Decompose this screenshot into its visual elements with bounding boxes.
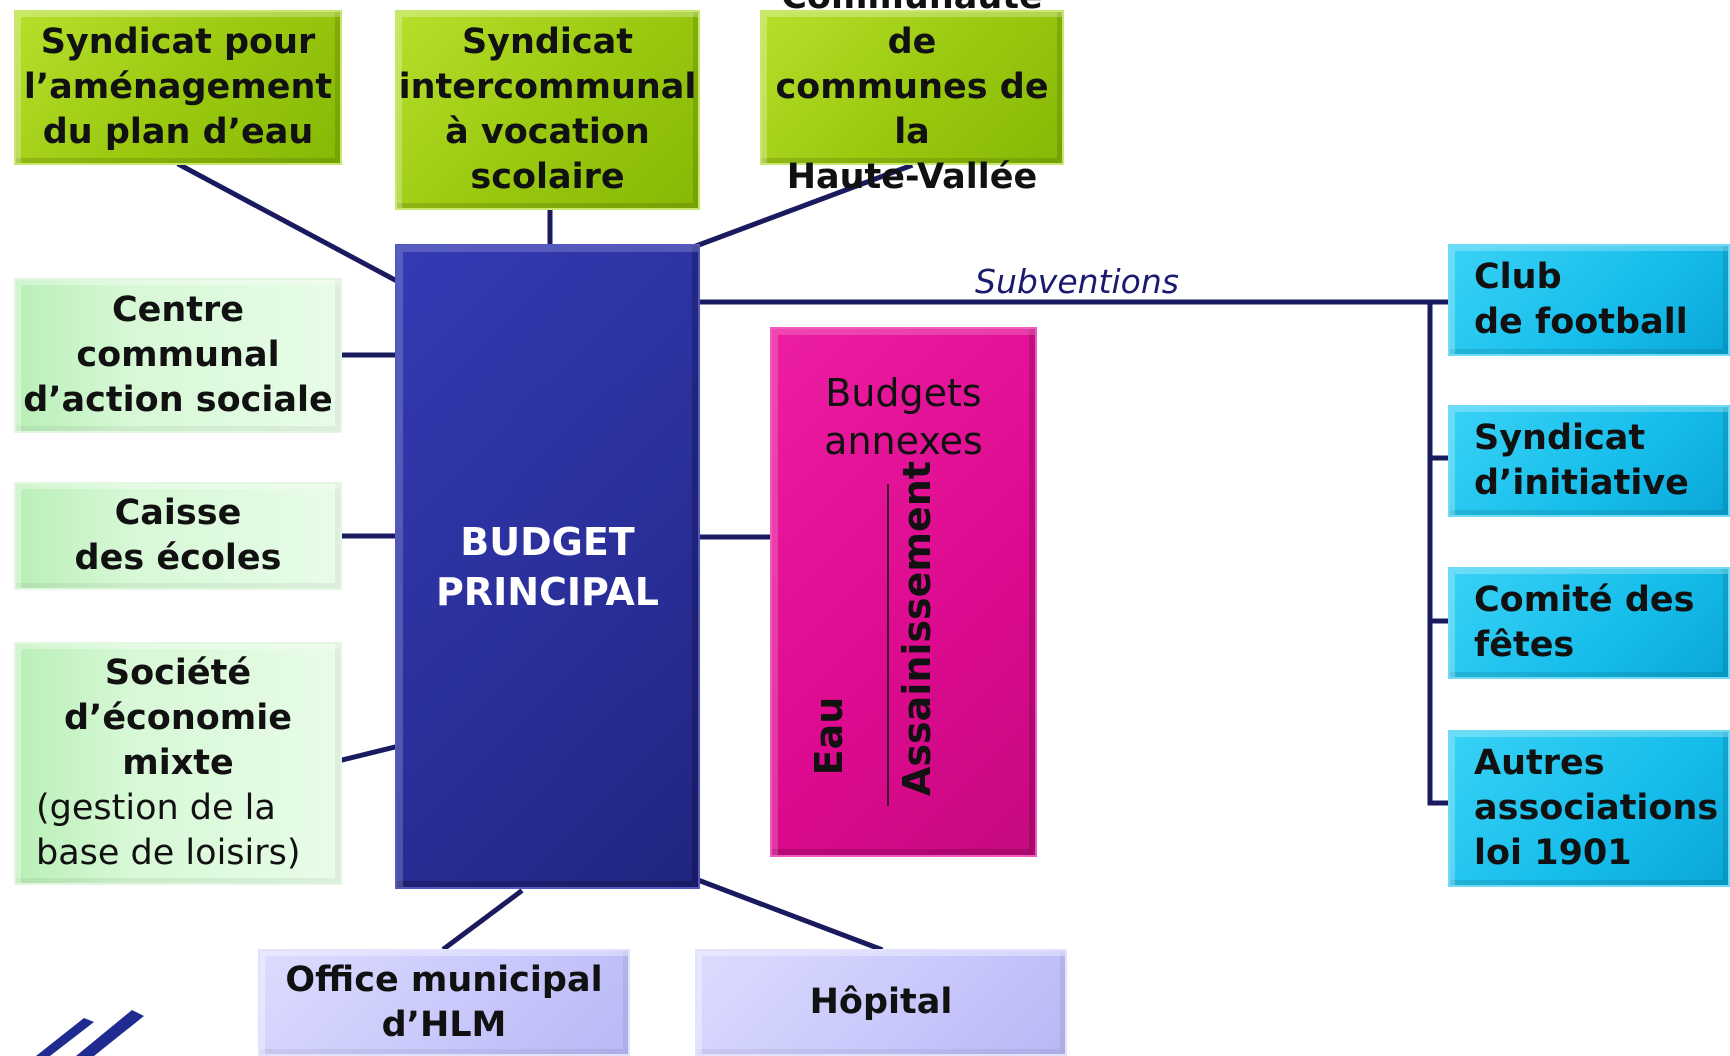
annexes-divider xyxy=(887,484,889,806)
box-syndicat-plan-eau: Syndicat pour l’aménagement du plan d’ea… xyxy=(14,10,342,165)
budgets-annexes-title: Budgets annexes xyxy=(824,371,983,463)
box-hopital: Hôpital xyxy=(695,949,1067,1056)
box-ccas-label: Centre communal d’action sociale xyxy=(23,290,333,420)
box-syndicat-plan-eau-label: Syndicat pour l’aménagement du plan d’ea… xyxy=(23,22,333,152)
link-bottom-left xyxy=(441,888,524,952)
box-caisse-ecoles-label: Caisse des écoles xyxy=(74,493,282,578)
box-communaute-communes-label: Communauté de communes de la Haute-Vallé… xyxy=(775,0,1049,197)
box-club-football: Club de football xyxy=(1448,244,1730,356)
box-comite-fetes: Comité des fêtes xyxy=(1448,567,1730,679)
annexe-assainissement-label: Assainissement xyxy=(895,461,939,796)
box-autres-associations-label: Autres associations loi 1901 xyxy=(1474,743,1719,873)
box-comite-fetes-label: Comité des fêtes xyxy=(1474,580,1695,665)
budgets-annexes-box: Budgets annexes Eau Assainissement xyxy=(770,327,1037,857)
box-syndicat-initiative: Syndicat d’initiative xyxy=(1448,405,1730,517)
box-syndicat-scolaire-label: Syndicat intercommunal à vocation scolai… xyxy=(398,22,697,197)
link-left-sem xyxy=(338,743,399,764)
box-ccas: Centre communal d’action sociale xyxy=(14,278,342,433)
link-top-left xyxy=(176,161,399,284)
box-syndicat-scolaire: Syndicat intercommunal à vocation scolai… xyxy=(395,10,700,210)
box-communaute-communes: Communauté de communes de la Haute-Vallé… xyxy=(760,0,1064,197)
annexe-eau-label: Eau xyxy=(807,696,851,776)
box-caisse-ecoles: Caisse des écoles xyxy=(14,482,342,590)
box-sem-label: Société d’économie mixte xyxy=(63,653,293,783)
box-hopital-label: Hôpital xyxy=(809,982,953,1022)
subventions-label: Subventions xyxy=(975,262,1179,301)
link-bottom-right xyxy=(694,876,884,953)
box-autres-associations: Autres associations loi 1901 xyxy=(1448,730,1730,887)
box-office-hlm-label: Office municipal d’HLM xyxy=(285,959,603,1045)
box-syndicat-initiative-label: Syndicat d’initiative xyxy=(1474,418,1689,503)
budget-principal-label: BUDGET PRINCIPAL xyxy=(435,519,660,614)
budget-principal-box: BUDGET PRINCIPAL xyxy=(395,244,700,889)
box-office-hlm: Office municipal d’HLM xyxy=(258,949,630,1056)
link-top-right xyxy=(692,162,914,250)
box-sem: Société d’économie mixte (gestion de la … xyxy=(14,642,342,885)
box-sem-note: (gestion de la base de loisirs) xyxy=(36,788,301,873)
logo-mark xyxy=(36,1010,144,1056)
box-club-football-label: Club de football xyxy=(1474,257,1688,342)
